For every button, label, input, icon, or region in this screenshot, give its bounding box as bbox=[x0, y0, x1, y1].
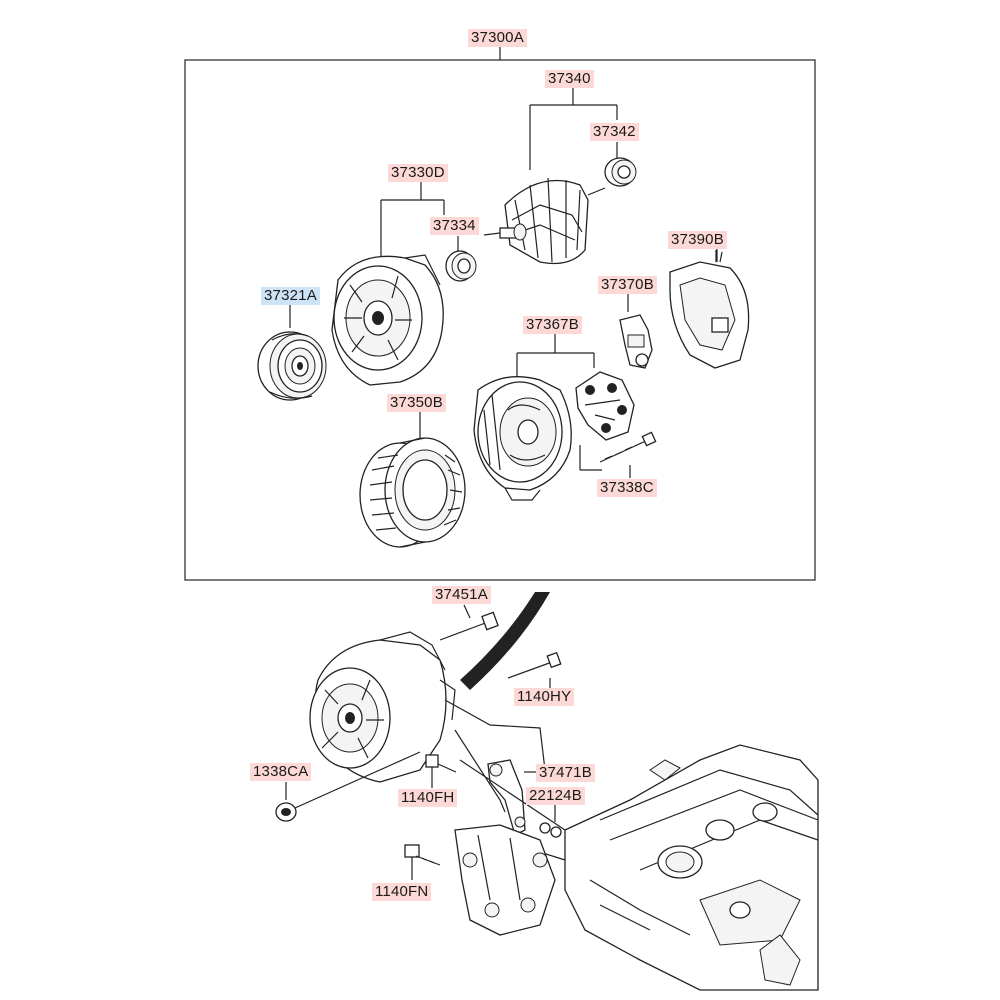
label-dowel[interactable]: 22124B bbox=[526, 787, 585, 805]
label-mount-bolt[interactable]: 37451A bbox=[432, 586, 491, 604]
rotor-part bbox=[483, 177, 606, 265]
rear-bracket-part bbox=[473, 376, 572, 501]
rear-bearing-part bbox=[604, 157, 637, 187]
label-bolt-hy[interactable]: 1140HY bbox=[514, 688, 575, 706]
front-bearing-part bbox=[445, 250, 477, 282]
nut-axis bbox=[294, 751, 421, 809]
label-assembly[interactable]: 37300A bbox=[468, 29, 527, 47]
guide-lines bbox=[444, 699, 581, 861]
bolt-hy-part bbox=[507, 651, 562, 679]
leader-front-bracket bbox=[380, 180, 459, 258]
label-bolt-fn[interactable]: 1140FN bbox=[372, 883, 432, 901]
nut-part bbox=[275, 802, 297, 822]
label-bracket[interactable]: 37471B bbox=[536, 764, 595, 782]
label-stator[interactable]: 37350B bbox=[387, 394, 446, 412]
alternator-installed-part bbox=[309, 631, 456, 783]
label-rectifier[interactable]: 37367B bbox=[523, 316, 582, 334]
label-front-bearing[interactable]: 37334 bbox=[430, 217, 479, 235]
dowel-part bbox=[539, 822, 562, 838]
label-pulley[interactable]: 37321A bbox=[261, 287, 320, 305]
label-regulator[interactable]: 37390B bbox=[668, 231, 727, 249]
leader-rectifier bbox=[516, 333, 595, 382]
regulator-part bbox=[669, 250, 750, 369]
lower-bracket-part bbox=[454, 824, 556, 936]
pulley-part bbox=[257, 331, 327, 401]
brush-holder-part bbox=[619, 314, 653, 369]
label-nut[interactable]: 1338CA bbox=[250, 763, 312, 781]
label-rotor[interactable]: 37340 bbox=[545, 70, 594, 88]
leader-through-bolt bbox=[579, 445, 631, 478]
rectifier-part bbox=[575, 371, 635, 441]
stator-part bbox=[359, 437, 466, 548]
drive-belt bbox=[460, 592, 550, 690]
bolt-fn-part bbox=[404, 844, 441, 866]
leader-mount-bolt bbox=[463, 604, 471, 619]
bolt-fh-part bbox=[425, 754, 457, 773]
engine-block-part bbox=[564, 744, 819, 991]
label-front-bracket[interactable]: 37330D bbox=[388, 164, 448, 182]
front-bracket-part bbox=[331, 254, 444, 386]
label-rear-bearing[interactable]: 37342 bbox=[590, 123, 639, 141]
label-bolt-fh[interactable]: 1140FH bbox=[398, 789, 458, 807]
label-brush-holder[interactable]: 37370B bbox=[598, 276, 657, 294]
mount-bolt-long-part bbox=[439, 611, 499, 641]
through-bolt-part bbox=[599, 431, 657, 463]
leader-rotor bbox=[529, 88, 618, 170]
label-through-bolt[interactable]: 37338C bbox=[597, 479, 657, 497]
